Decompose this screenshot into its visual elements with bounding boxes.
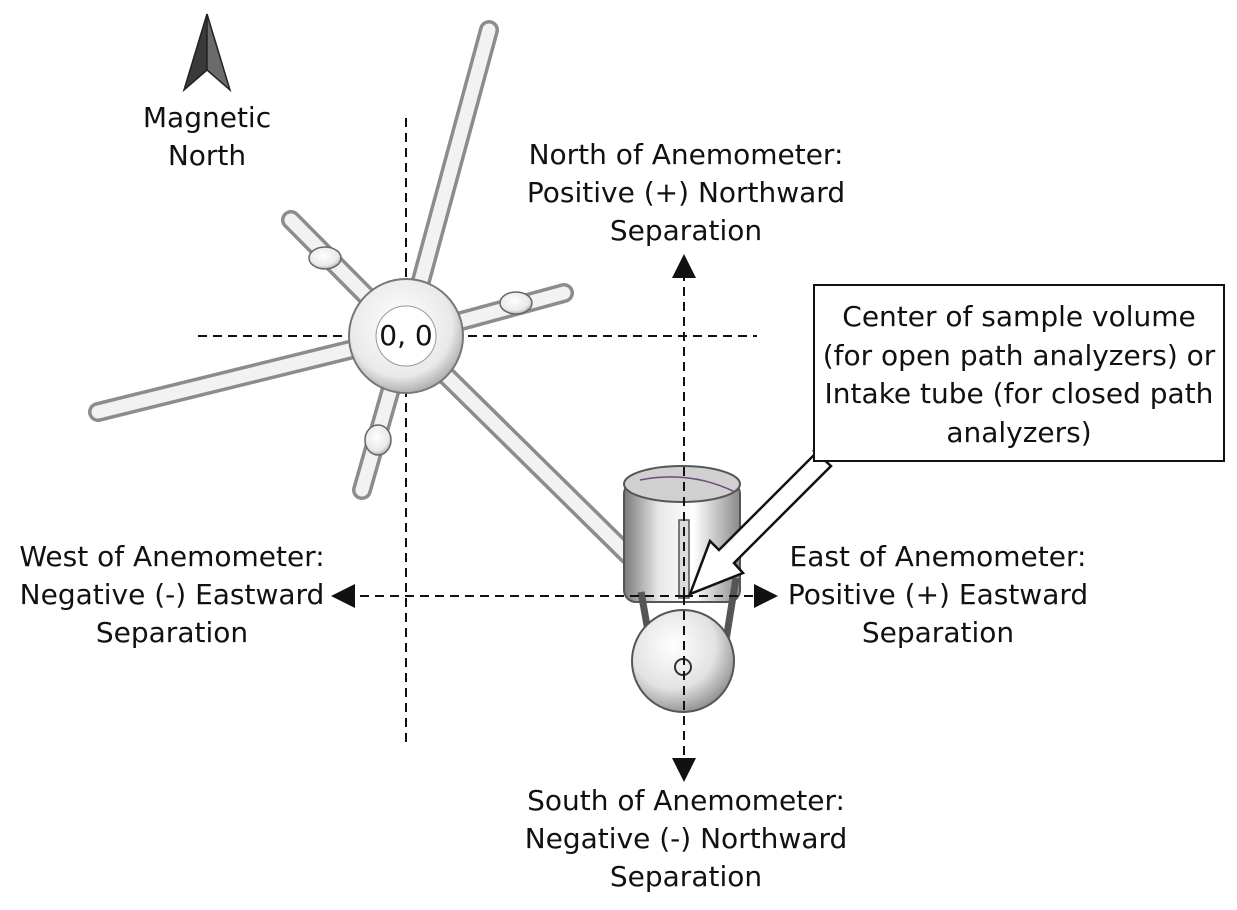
west-label-line-3: Separation [95,616,249,649]
north-label-line-1: North of Anemometer: [528,138,844,171]
east-label-line-1: East of Anemometer: [789,540,1087,573]
west-label: West of Anemometer: Negative (-) Eastwar… [2,538,342,652]
north-arrow-icon [182,13,232,93]
north-label-line-3: Separation [609,214,763,247]
callout-line-4: analyzers) [946,415,1092,449]
south-label-line-2: Negative (-) Northward [524,822,848,855]
callout-line-1: Center of sample volume [842,300,1196,333]
south-label-line-3: Separation [609,860,763,893]
gas-analyzer-icon [623,465,741,713]
east-label: East of Anemometer: Positive (+) Eastwar… [773,538,1103,652]
west-label-line-1: West of Anemometer: [19,540,325,573]
north-label-line-2: Positive (+) Northward [526,176,846,209]
magnetic-north-line-1: Magnetic [142,101,272,134]
callout-line-3: Intake tube (for closed path [824,377,1214,410]
anemometer-icon [88,20,638,565]
north-label: North of Anemometer: Positive (+) Northw… [486,136,886,250]
callout-pointer-arrow [687,448,833,597]
east-label-line-2: Positive (+) Eastward [787,578,1089,611]
south-label-line-1: South of Anemometer: [527,784,845,817]
sample-volume-callout: Center of sample volume (for open path a… [813,284,1225,462]
south-label: South of Anemometer: Negative (-) Northw… [486,782,886,896]
west-label-line-2: Negative (-) Eastward [19,578,325,611]
origin-label: 0, 0 [379,319,433,352]
magnetic-north-line-2: North [167,139,247,172]
callout-line-2: (for open path analyzers) or [822,338,1216,372]
magnetic-north-label: Magnetic North [107,99,307,175]
east-label-line-3: Separation [861,616,1015,649]
